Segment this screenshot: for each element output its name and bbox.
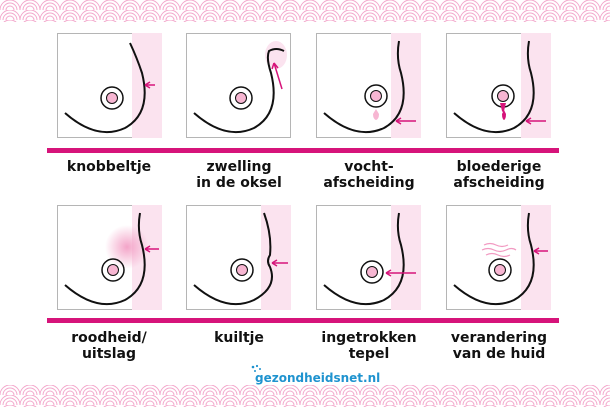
caption-bloederige-afscheiding: bloederige afscheiding <box>453 159 545 191</box>
caption-kuiltje: kuiltje <box>214 330 264 346</box>
divider-bar-bottom <box>47 318 559 323</box>
caption-knobbeltje: knobbeltje <box>66 159 152 175</box>
wave-pattern-top <box>0 0 610 22</box>
illustration-verandering-huid <box>446 205 551 310</box>
illustration-roodheid-uitslag <box>57 205 162 310</box>
caption-ingetrokken-tepel: ingetrokken tepel <box>321 330 417 362</box>
caption-roodheid-uitslag: roodheid/ uitslag <box>71 330 147 362</box>
illustration-zwelling-oksel <box>186 33 291 138</box>
caption-zwelling-oksel: zwelling in de oksel <box>196 159 282 191</box>
caption-verandering-huid: verandering van de huid <box>450 330 548 362</box>
brand-name: gezondheidsnet.nl <box>255 371 381 385</box>
illustration-ingetrokken-tepel <box>316 205 421 310</box>
wave-pattern-bottom <box>0 385 610 407</box>
caption-vocht-afscheiding: vocht- afscheiding <box>323 159 415 191</box>
illustration-vocht-afscheiding <box>316 33 421 138</box>
divider-bar-top <box>47 148 559 153</box>
illustration-bloederige-afscheiding <box>446 33 551 138</box>
illustration-kuiltje <box>186 205 291 310</box>
brand-logo-icon <box>251 364 261 372</box>
illustration-knobbeltje <box>57 33 162 138</box>
